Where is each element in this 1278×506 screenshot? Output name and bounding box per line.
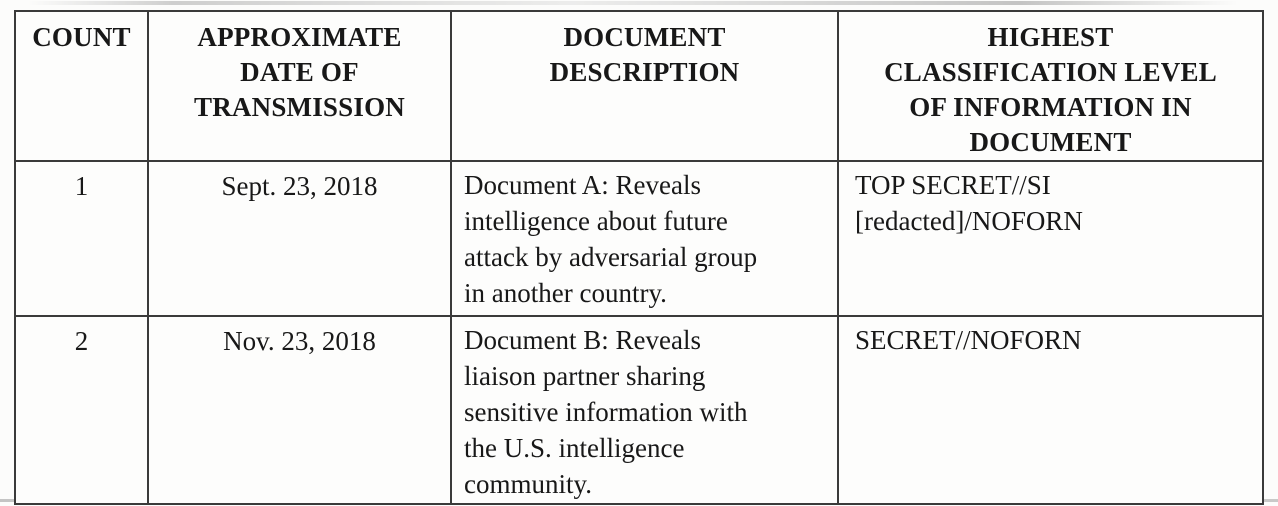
column-header-description: DOCUMENT DESCRIPTION <box>450 10 839 162</box>
description-cell: Document B: Reveals liaison partner shar… <box>450 315 839 505</box>
scan-artifact-top <box>28 1 1238 5</box>
table-header-row: COUNT APPROXIMATE DATE OF TRANSMISSION D… <box>14 10 1264 162</box>
table-row: 2 Nov. 23, 2018 Document B: Reveals liai… <box>14 315 1264 505</box>
description-cell: Document A: Reveals intelligence about f… <box>450 160 839 317</box>
transmission-counts-table: COUNT APPROXIMATE DATE OF TRANSMISSION D… <box>14 10 1264 505</box>
date-cell: Sept. 23, 2018 <box>147 160 452 317</box>
count-cell: 1 <box>14 160 149 317</box>
date-cell: Nov. 23, 2018 <box>147 315 452 505</box>
table-row: 1 Sept. 23, 2018 Document A: Reveals int… <box>14 160 1264 317</box>
column-header-date: APPROXIMATE DATE OF TRANSMISSION <box>147 10 452 162</box>
column-header-classification: HIGHEST CLASSIFICATION LEVEL OF INFORMAT… <box>837 10 1264 162</box>
count-cell: 2 <box>14 315 149 505</box>
column-header-count: COUNT <box>14 10 149 162</box>
classification-cell: SECRET//NOFORN <box>837 315 1264 505</box>
classification-cell: TOP SECRET//SI [redacted]/NOFORN <box>837 160 1264 317</box>
